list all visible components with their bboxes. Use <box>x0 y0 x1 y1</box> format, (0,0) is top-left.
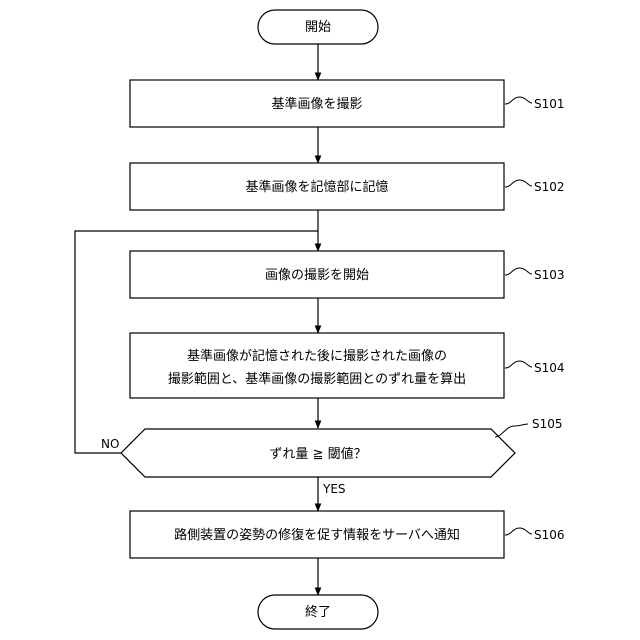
step-s104-leader <box>505 361 532 368</box>
step-s102-id: S102 <box>534 180 565 194</box>
step-s102-leader <box>505 180 532 187</box>
decision-no-label: NO <box>101 437 119 451</box>
start-terminal: 開始 <box>258 10 378 44</box>
step-s103-leader <box>505 268 532 275</box>
step-s106-text: 路側装置の姿勢の修復を促す情報をサーバへ通知 <box>174 527 460 543</box>
step-s106-id: S106 <box>534 528 565 542</box>
step-s101-id: S101 <box>534 97 565 111</box>
step-s104-id: S104 <box>534 361 565 375</box>
step-s106-leader <box>505 528 532 535</box>
step-s101-text: 基準画像を撮影 <box>271 96 362 112</box>
step-s104-text-line-2: 撮影範囲と、基準画像の撮影範囲とのずれ量を算出 <box>168 371 466 387</box>
decision-s105-id: S105 <box>532 417 563 431</box>
step-s101-leader <box>505 97 532 104</box>
step-s106: 路側装置の姿勢の修復を促す情報をサーバへ通知 S106 <box>130 511 565 558</box>
start-label: 開始 <box>305 20 331 35</box>
step-s104: 基準画像が記憶された後に撮影された画像の 撮影範囲と、基準画像の撮影範囲とのずれ… <box>130 333 565 398</box>
step-s102-text: 基準画像を記憶部に記憶 <box>245 179 388 195</box>
step-s101: 基準画像を撮影 S101 <box>130 80 565 127</box>
step-s103-text: 画像の撮影を開始 <box>265 267 369 283</box>
step-s104-text-line-1: 基準画像が記憶された後に撮影された画像の <box>187 348 447 364</box>
decision-s105: ずれ量 ≧ 閾値？ S105 NO YES <box>101 417 563 496</box>
decision-s105-leader <box>495 424 528 437</box>
decision-yes-label: YES <box>322 482 346 496</box>
end-label: 終了 <box>305 604 331 620</box>
step-s103: 画像の撮影を開始 S103 <box>130 251 565 298</box>
decision-s105-text: ずれ量 ≧ 閾値？ <box>269 446 366 462</box>
end-terminal: 終了 <box>258 595 378 629</box>
step-s103-id: S103 <box>534 268 565 282</box>
step-s102: 基準画像を記憶部に記憶 S102 <box>130 163 565 210</box>
step-s104-box <box>130 333 504 398</box>
